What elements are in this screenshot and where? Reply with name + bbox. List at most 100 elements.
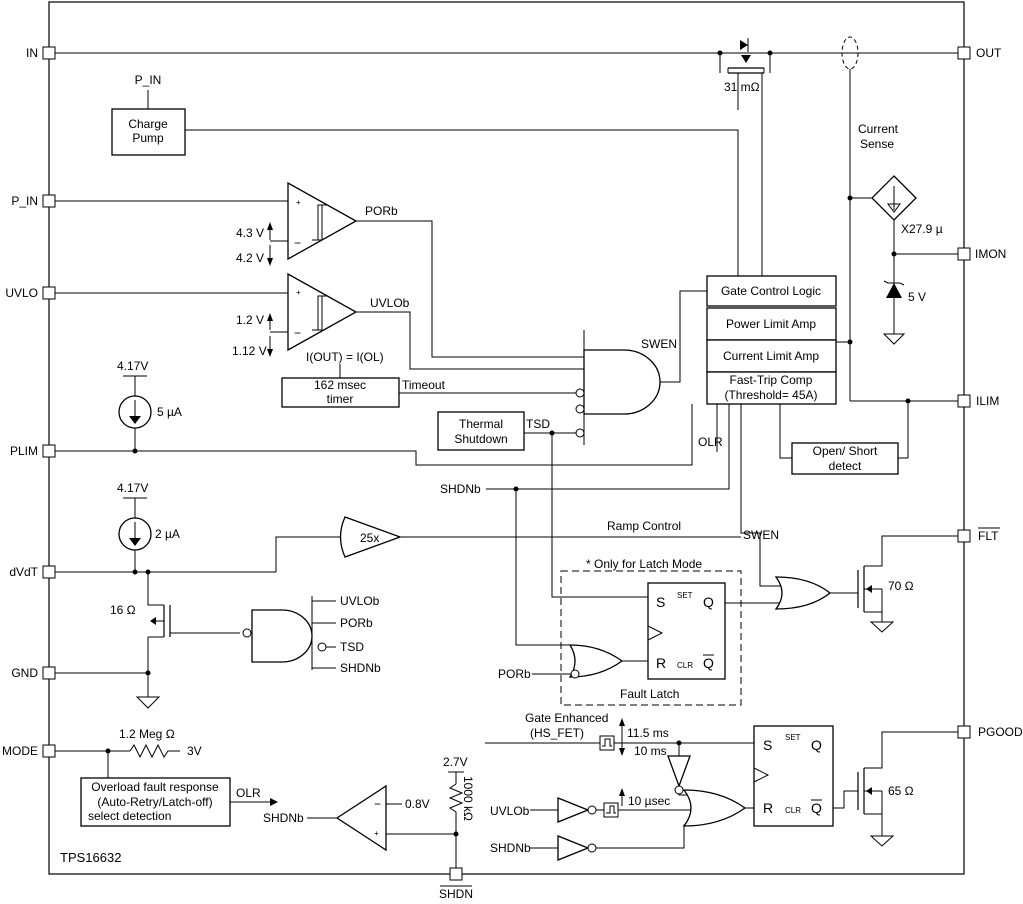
open-short: Open/ Short detect — [779, 404, 899, 475]
gate-enh-label-1: Gate Enhanced — [525, 711, 608, 725]
charge-pump: P_IN Charge Pump — [111, 73, 739, 276]
v112-label: 1.12 V — [232, 344, 267, 358]
fet-res-label: 31 mΩ — [724, 80, 760, 94]
ff2-set: SET — [785, 733, 801, 742]
nand-in-3: TSD — [340, 640, 364, 654]
fast-trip-label-1: Fast-Trip Comp — [730, 373, 813, 387]
thermal-label-2: Shutdown — [454, 432, 507, 446]
current-limit-label: Current Limit Amp — [723, 349, 819, 363]
v417b-label: 4.17V — [117, 481, 148, 495]
ff2-s: S — [763, 737, 772, 753]
porb-label: PORb — [365, 204, 398, 218]
r16-label: 16 Ω — [110, 603, 136, 617]
comparator-por: + − 4.3 V 4.2 V PORb — [55, 181, 584, 358]
uvlob-label: UVLOb — [370, 296, 410, 310]
and-gate: SWEN — [575, 290, 707, 445]
latch-note-label: * Only for Latch Mode — [586, 557, 702, 571]
v12-label: 1.2 V — [236, 313, 264, 327]
v27-label: 2.7V — [443, 755, 468, 769]
pin-flt: FLT — [957, 527, 1000, 543]
charge-pump-label-1: Charge — [128, 117, 168, 131]
t115-label: 11.5 ms — [627, 726, 669, 740]
timer-label-1: 162 msec — [314, 378, 366, 392]
pin-ilim: ILIM — [957, 394, 999, 408]
fast-trip-label-2: (Threshold= 45A) — [724, 388, 817, 402]
pin-dvdt: dVdT — [9, 565, 56, 579]
v43-label: 4.3 V — [236, 226, 264, 240]
pin-uvlo-label: UVLO — [5, 286, 38, 300]
gate-control-label: Gate Control Logic — [721, 284, 821, 298]
ff1-s: S — [656, 594, 665, 610]
pin-flt-label: FLT — [978, 529, 999, 543]
pin-pgood-label: PGOOD — [978, 725, 1023, 739]
pin-shdn-label: SHDN — [439, 887, 473, 901]
porb-latch-label: PORb — [498, 667, 531, 681]
olr-label: OLR — [698, 435, 723, 449]
r1000k-label: 1000 kΩ — [461, 776, 475, 821]
shdnb3-label: SHDNb — [490, 841, 531, 855]
swen-label: SWEN — [641, 337, 677, 351]
pin-out: OUT — [957, 46, 1002, 60]
timer: I(OUT) = I(OL) 162 msec timer Timeout — [281, 350, 578, 408]
pin-in: IN — [26, 46, 56, 60]
chip-outline — [48, 1, 965, 875]
svg-text:+: + — [296, 288, 301, 297]
t10us-label: 10 µsec — [628, 794, 670, 808]
ff2-qb: Q — [811, 800, 822, 816]
shdnb-line: SHDNb SWEN — [440, 404, 790, 646]
pin-p-in-label: P_IN — [11, 194, 38, 208]
open-short-label-2: detect — [829, 459, 862, 473]
v3-label: 3V — [187, 744, 202, 758]
overload-label-1: Overload fault response — [91, 780, 219, 794]
plim-source: 4.17V 5 µA OLR — [55, 359, 723, 466]
current-sense-label-1: Current — [858, 122, 899, 136]
current-sense-label-2: Sense — [860, 137, 894, 151]
ff2-clr: CLR — [785, 806, 801, 815]
imon-source: X27.9 µ 5 V — [847, 175, 958, 345]
gate-enh-label-2: (HS_FET) — [530, 726, 584, 740]
iout-eq-label: I(OUT) = I(OL) — [306, 350, 384, 364]
timer-label-2: timer — [327, 392, 354, 406]
t10ms-label: 10 ms — [634, 744, 667, 758]
dvdt-source: 4.17V 2 µA 25x Ramp Control 16 Ω — [55, 481, 741, 673]
ff2-q: Q — [811, 737, 822, 753]
nand-in-2: PORb — [340, 616, 373, 630]
ff2-r: R — [763, 800, 773, 816]
pin-gnd: GND — [11, 666, 56, 680]
svg-text:+: + — [374, 829, 379, 838]
r65-label: 65 Ω — [888, 784, 914, 798]
zener-label: 5 V — [908, 290, 926, 304]
svg-text:−: − — [294, 326, 301, 340]
imon-gain-label: X27.9 µ — [901, 222, 943, 236]
v08-label: 0.8V — [405, 797, 430, 811]
pin-out-label: OUT — [976, 46, 1002, 60]
charge-pump-label-2: Pump — [132, 131, 164, 145]
flt-output: 70 Ω — [774, 535, 958, 633]
nand-in-1: UVLOb — [340, 594, 380, 608]
v42-label: 4.2 V — [236, 251, 264, 265]
pin-ilim-label: ILIM — [976, 394, 999, 408]
tsd-label: TSD — [526, 417, 550, 431]
ff1-clr: CLR — [677, 661, 693, 670]
pin-imon-label: IMON — [975, 247, 1006, 261]
pin-imon: IMON — [957, 247, 1006, 261]
nand-in-4: SHDNb — [340, 661, 381, 675]
thermal: Thermal Shutdown TSD — [437, 411, 648, 598]
pin-p-in: P_IN — [11, 194, 56, 208]
pin-dvdt-label: dVdT — [9, 565, 38, 579]
power-limit-label: Power Limit Amp — [726, 317, 816, 331]
amp-gain-label: 25x — [360, 531, 379, 545]
fault-latch-label: Fault Latch — [620, 687, 679, 701]
ramp-label: Ramp Control — [607, 519, 681, 533]
v417a-label: 4.17V — [117, 359, 148, 373]
ff1-set: SET — [677, 591, 693, 600]
pin-in-label: IN — [26, 46, 38, 60]
shdnb-label: SHDNb — [440, 482, 481, 496]
pin-mode: MODE — [2, 744, 56, 758]
mode-section: 1.2 Meg Ω 3V Overload fault response (Au… — [55, 727, 475, 868]
shdnb2-label: SHDNb — [263, 811, 304, 825]
i5-label: 5 µA — [157, 405, 182, 419]
p-in-top-label: P_IN — [135, 73, 162, 87]
nand-gate: UVLOb PORb TSD SHDNb — [242, 594, 381, 675]
pin-mode-label: MODE — [2, 744, 38, 758]
